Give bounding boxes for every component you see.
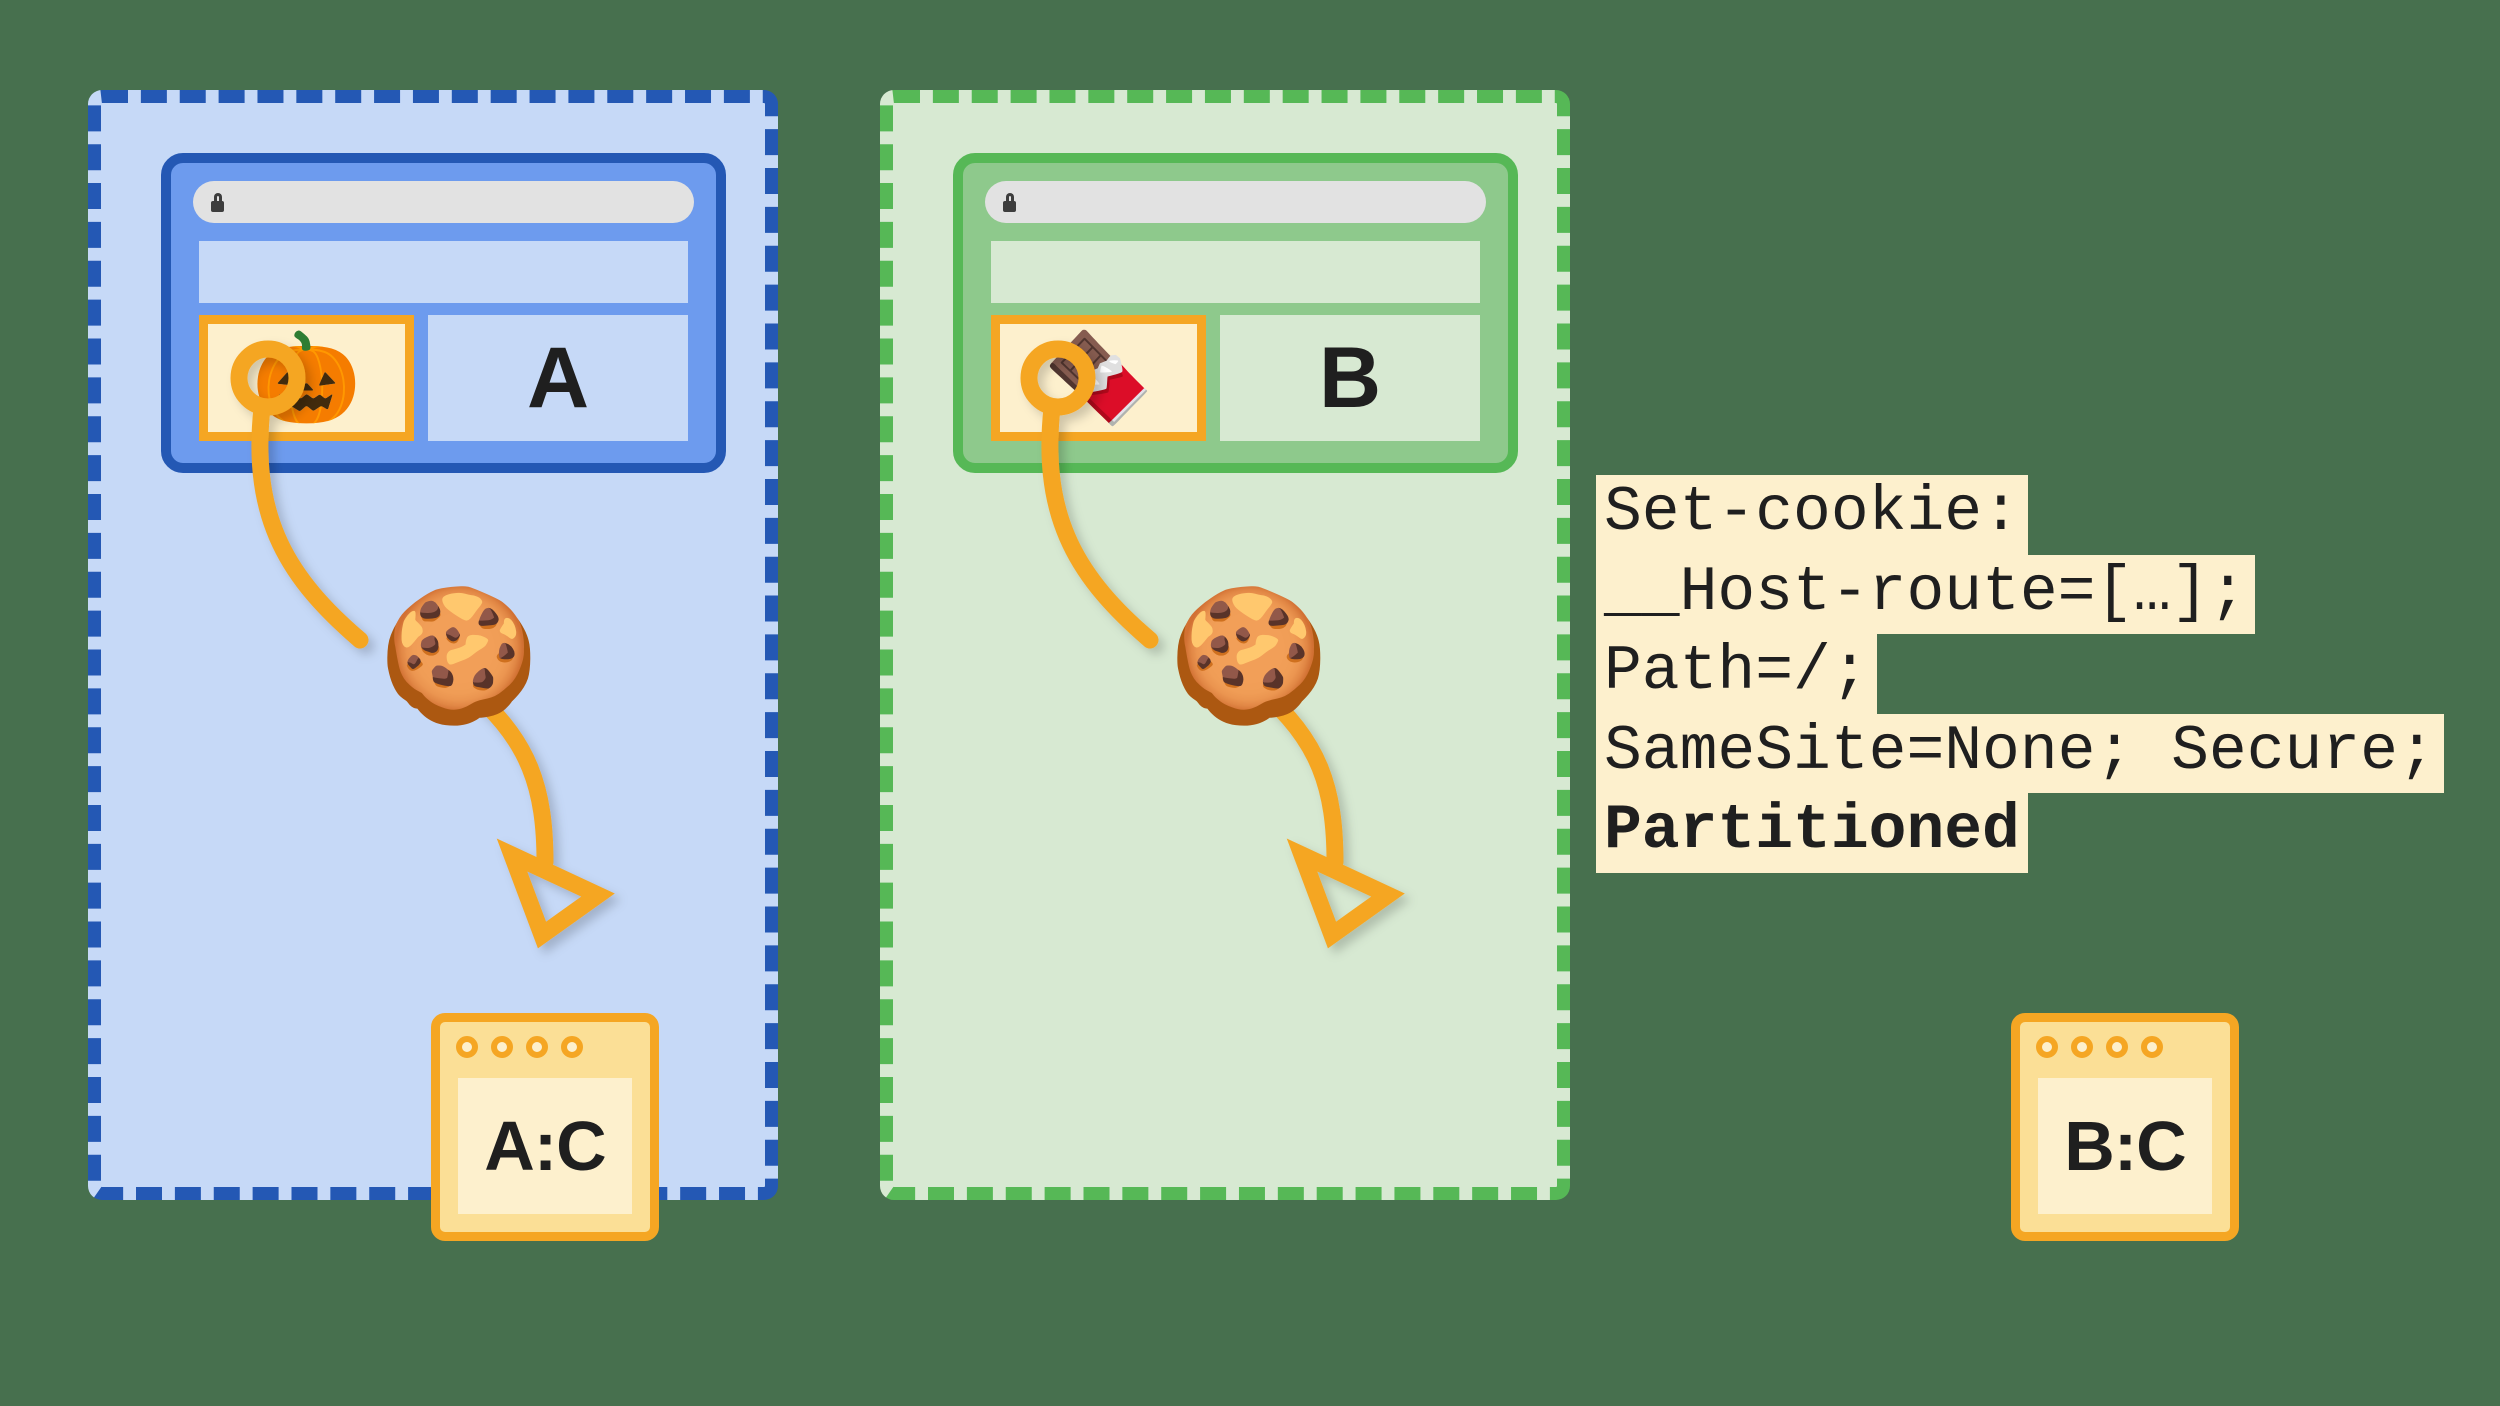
address-bar-b[interactable]	[985, 181, 1486, 223]
chocolate-bar-emoji: 🍫	[1043, 328, 1154, 427]
main-pane-a: A	[428, 315, 688, 441]
storage-dot	[561, 1036, 583, 1058]
browser-window-b: 🍫 B	[953, 153, 1518, 473]
code-line-set-cookie: Set-cookie:	[1596, 475, 2028, 555]
set-cookie-code-block: Set-cookie: __Host-route=[…]; Path=/; Sa…	[1596, 475, 2444, 873]
storage-dot	[2036, 1036, 2058, 1058]
site-letter-a: A	[526, 329, 590, 426]
code-line-path: Path=/;	[1596, 634, 1877, 714]
code-line-host-route: __Host-route=[…];	[1596, 554, 2255, 635]
code-line-samesite-secure: SameSite=None; Secure;	[1596, 713, 2444, 794]
storage-dot	[2106, 1036, 2128, 1058]
code-line-partitioned: Partitioned	[1596, 793, 2028, 873]
partition-a: 🎃 A A:C	[88, 90, 778, 1241]
storage-dot	[2141, 1036, 2163, 1058]
cookie-emoji-b: 🍪	[1168, 582, 1330, 728]
storage-screen-b: B:C	[2038, 1078, 2212, 1214]
storage-screen-a: A:C	[458, 1078, 632, 1214]
embedded-frame-b: 🍫	[991, 315, 1206, 441]
site-letter-b: B	[1318, 329, 1382, 426]
browser-window-a: 🎃 A	[161, 153, 726, 473]
lock-icon	[209, 192, 226, 212]
storage-card-b: B:C	[2011, 1013, 2239, 1241]
partition-key-label-a: A:C	[484, 1107, 606, 1185]
jack-o-lantern-emoji: 🎃	[251, 328, 362, 427]
storage-dots-b	[2036, 1036, 2163, 1058]
storage-dot	[456, 1036, 478, 1058]
page-banner-a	[199, 241, 688, 303]
lock-icon	[1001, 192, 1018, 212]
page-content-b: 🍫 B	[991, 315, 1480, 441]
storage-dot	[2071, 1036, 2093, 1058]
partition-b: 🍫 B B:C	[880, 90, 2239, 1241]
main-pane-b: B	[1220, 315, 1480, 441]
page-content-a: 🎃 A	[199, 315, 688, 441]
storage-dots-a	[456, 1036, 583, 1058]
storage-dot	[491, 1036, 513, 1058]
cookie-emoji-a: 🍪	[378, 582, 540, 728]
address-bar-a[interactable]	[193, 181, 694, 223]
storage-dot	[526, 1036, 548, 1058]
page-banner-b	[991, 241, 1480, 303]
partition-key-label-b: B:C	[2064, 1107, 2186, 1185]
embedded-frame-a: 🎃	[199, 315, 414, 441]
storage-card-a: A:C	[431, 1013, 659, 1241]
